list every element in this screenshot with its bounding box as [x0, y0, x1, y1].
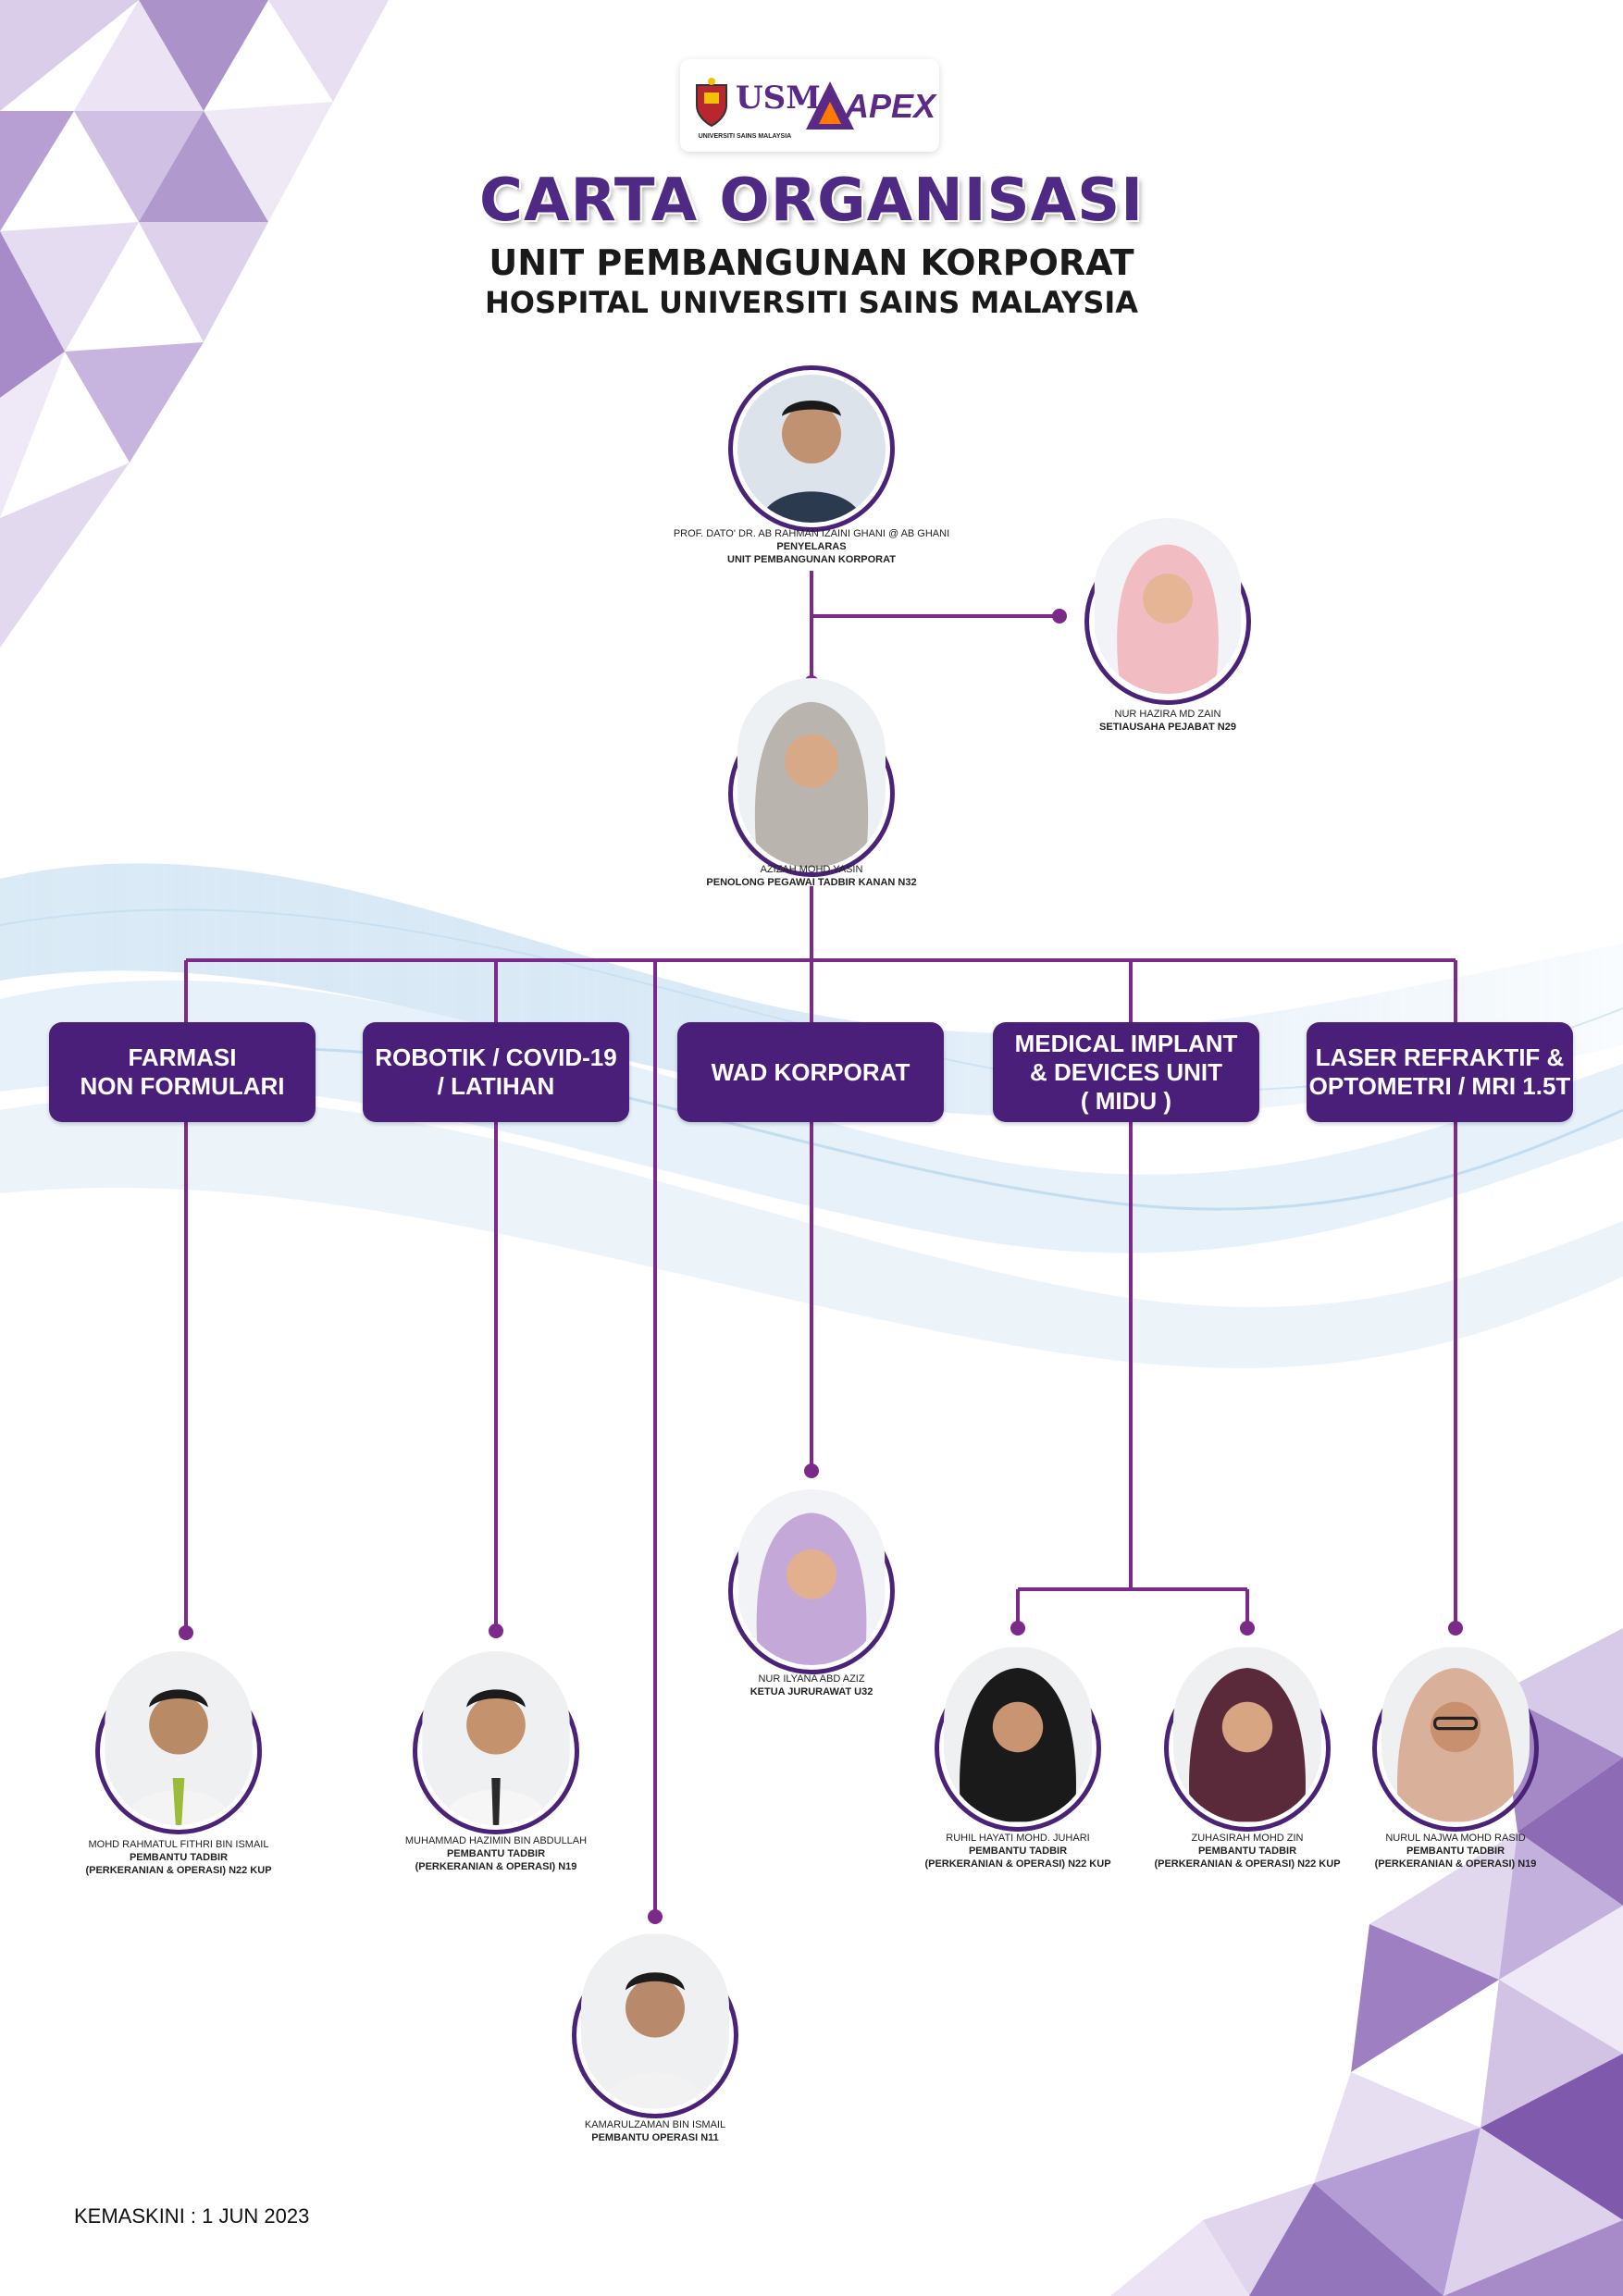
- apex-triangle-icon: [806, 81, 854, 130]
- person-name: NURUL NAJWA MOHD RASID: [1385, 1833, 1526, 1844]
- unit-label: WAD KORPORAT: [711, 1057, 911, 1086]
- person-name: MUHAMMAD HAZIMIN BIN ABDULLAH: [404, 1835, 588, 1846]
- unit-label: ROBOTIK / COVID-19: [375, 1043, 617, 1071]
- unit-wad-korporat: WAD KORPORAT: [677, 1022, 944, 1122]
- person-wad-caption: NUR ILYANA ABD AZIZ KETUA JURURAWAT U32: [663, 1673, 960, 1698]
- person-name: PROF. DATO' DR. AB RAHMAN IZAINI GHANI @…: [673, 528, 950, 539]
- dot-robotik: [489, 1623, 503, 1638]
- apex-logo-text: APEX: [845, 87, 936, 125]
- person-midu1-caption: RUHIL HAYATI MOHD. JUHARI PEMBANTU TADBI…: [879, 1832, 1157, 1870]
- person-role: PEMBANTU TADBIR: [1197, 1845, 1297, 1857]
- person-laser-caption: NURUL NAJWA MOHD RASID PEMBANTU TADBIR (…: [1317, 1832, 1594, 1870]
- avatar-head: [737, 375, 886, 523]
- person-role: PENOLONG PEGAWAI TADBIR KANAN N32: [706, 877, 917, 888]
- unit-label: NON FORMULARI: [80, 1072, 285, 1100]
- person-role: KETUA JURURAWAT U32: [750, 1686, 873, 1697]
- person-role: SETIAUSAHA PEJABAT N29: [1099, 722, 1236, 733]
- person-officer-caption: AZIZAH MOHD YASIN PENOLONG PEGAWAI TADBI…: [626, 863, 997, 889]
- person-name: AZIZAH MOHD YASIN: [760, 864, 863, 875]
- person-head-caption: PROF. DATO' DR. AB RAHMAN IZAINI GHANI @…: [571, 527, 1052, 566]
- dot-midu1: [1010, 1621, 1025, 1636]
- unit-midu: MEDICAL IMPLANT& DEVICES UNIT( MIDU ): [993, 1022, 1259, 1122]
- person-farmasi-caption: MOHD RAHMATUL FITHRI BIN ISMAIL PEMBANTU…: [40, 1838, 317, 1877]
- person-role: (PERKERANIAN & OPERASI) N19: [415, 1861, 577, 1872]
- unit-laser: LASER REFRAKTIF &OPTOMETRI / MRI 1.5T: [1307, 1022, 1573, 1122]
- person-role: (PERKERANIAN & OPERASI) N22 KUP: [1154, 1858, 1341, 1870]
- person-role: (PERKERANIAN & OPERASI) N22 KUP: [924, 1858, 1111, 1870]
- dot-farmasi: [179, 1625, 193, 1640]
- unit-label: LASER REFRAKTIF &: [1315, 1043, 1565, 1071]
- avatar-officer: [737, 678, 886, 868]
- avatar-farmasi: [105, 1651, 253, 1825]
- dot-laser: [1448, 1621, 1463, 1636]
- unit-label: OPTOMETRI / MRI 1.5T: [1308, 1072, 1571, 1100]
- avatar-secretary: [1094, 518, 1242, 694]
- person-name: NUR ILYANA ABD AZIZ: [758, 1673, 865, 1685]
- person-name: KAMARULZAMAN BIN ISMAIL: [584, 2119, 726, 2130]
- midu-staff-line: [1016, 1122, 1249, 1628]
- person-role: PEMBANTU TADBIR: [129, 1852, 229, 1863]
- person-role: PEMBANTU TADBIR: [446, 1848, 546, 1859]
- unit-label: FARMASI: [128, 1043, 237, 1071]
- person-role: UNIT PEMBANGUNAN KORPORAT: [727, 554, 896, 565]
- bottom-right-triangles: [1110, 1628, 1623, 2296]
- avatar-robotik: [422, 1651, 570, 1825]
- dot-wad: [804, 1463, 819, 1478]
- unit-label: ( MIDU ): [1080, 1086, 1172, 1115]
- person-role: PEMBANTU TADBIR: [968, 1845, 1068, 1857]
- chart-subtitle-hospital: HOSPITAL UNIVERSITI SAINS MALAYSIA: [484, 285, 1139, 320]
- person-robotik-caption: MUHAMMAD HAZIMIN BIN ABDULLAH PEMBANTU T…: [357, 1834, 635, 1873]
- avatar-midu1: [944, 1647, 1092, 1822]
- avatar-midu2: [1173, 1647, 1321, 1822]
- usm-logo-text: USM: [736, 80, 821, 117]
- avatar-laser: [1381, 1647, 1530, 1822]
- dot-operasi: [648, 1909, 663, 1924]
- person-role: (PERKERANIAN & OPERASI) N19: [1374, 1858, 1537, 1870]
- avatar-ring-head: [728, 365, 895, 532]
- avatar-operasi: [581, 1933, 729, 2109]
- top-left-triangles: [0, 0, 389, 648]
- person-name: RUHIL HAYATI MOHD. JUHARI: [946, 1833, 1090, 1844]
- person-midu2-caption: ZUHASIRAH MOHD ZIN PEMBANTU TADBIR (PERK…: [1109, 1832, 1386, 1870]
- chart-subtitle-unit: UNIT PEMBANGUNAN KORPORAT: [489, 242, 1134, 283]
- unit-label: MEDICAL IMPLANT: [1014, 1029, 1238, 1057]
- dot-midu2: [1240, 1621, 1255, 1636]
- person-role: PENYELARAS: [776, 541, 847, 552]
- person-role: PEMBANTU OPERASI N11: [591, 2132, 719, 2143]
- unit-label: / LATIHAN: [437, 1072, 555, 1100]
- avatar-wad: [737, 1489, 886, 1665]
- person-role: PEMBANTU TADBIR: [1406, 1845, 1505, 1857]
- usm-crest-icon: [696, 78, 727, 128]
- unit-label: & DEVICES UNIT: [1029, 1057, 1222, 1086]
- person-secretary-caption: NUR HAZIRA MD ZAIN SETIAUSAHA PEJABAT N2…: [1038, 708, 1297, 734]
- person-role: (PERKERANIAN & OPERASI) N22 KUP: [85, 1865, 272, 1876]
- person-name: NUR HAZIRA MD ZAIN: [1114, 709, 1221, 720]
- updated-date: KEMASKINI : 1 JUN 2023: [74, 2204, 310, 2228]
- usm-logo-caption: UNIVERSITI SAINS MALAYSIA: [698, 133, 792, 140]
- unit-robotik: ROBOTIK / COVID-19/ LATIHAN: [363, 1022, 629, 1122]
- chart-title: CARTA ORGANISASI: [478, 167, 1145, 235]
- person-operasi-caption: KAMARULZAMAN BIN ISMAIL PEMBANTU OPERASI…: [516, 2118, 794, 2144]
- person-name: MOHD RAHMATUL FITHRI BIN ISMAIL: [88, 1839, 269, 1850]
- person-name: ZUHASIRAH MOHD ZIN: [1191, 1833, 1304, 1844]
- dot-secretary: [1052, 609, 1067, 623]
- logo-panel: USM UNIVERSITI SAINS MALAYSIA APEX: [680, 59, 939, 152]
